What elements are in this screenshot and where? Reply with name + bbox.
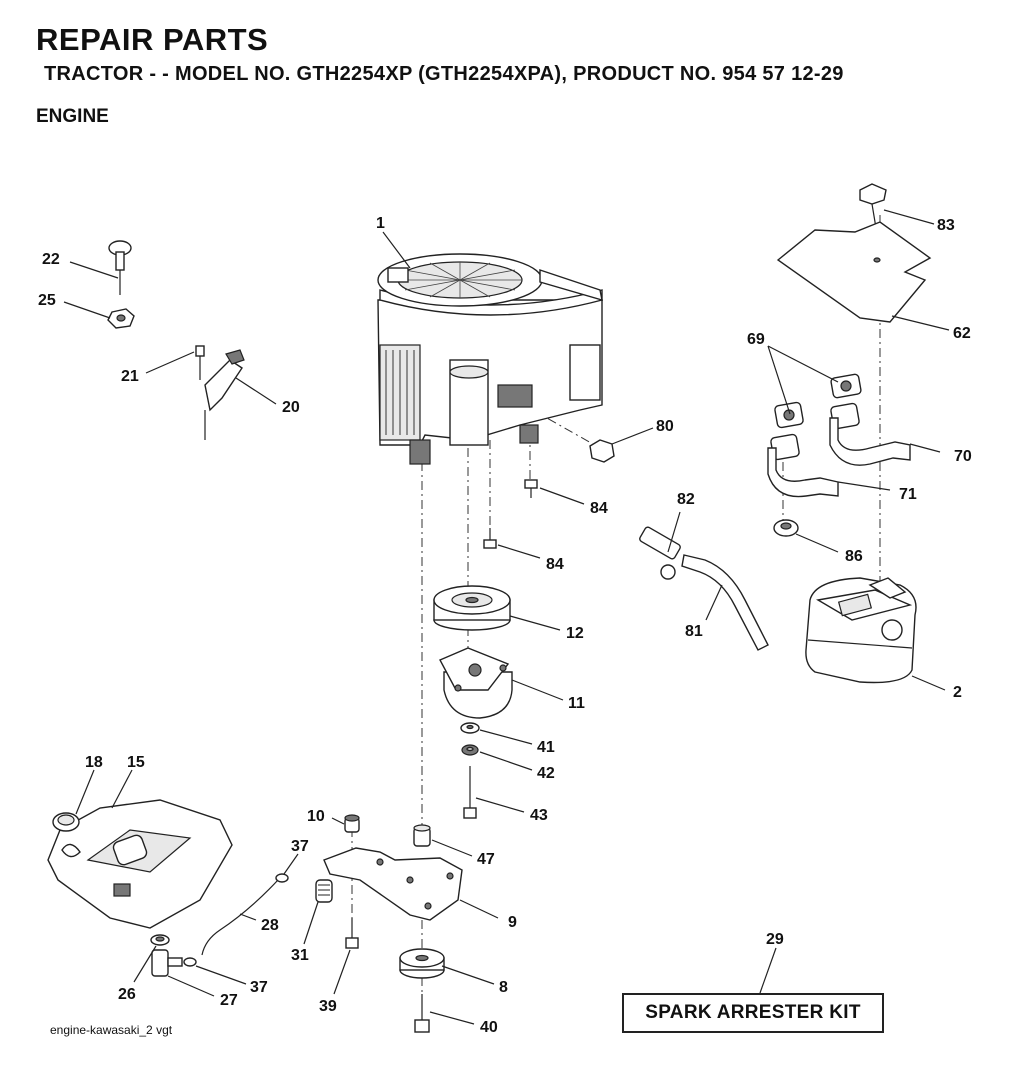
drawing-credit: engine-kawasaki_2 vgt <box>50 1023 173 1037</box>
part-label-80: 80 <box>656 418 674 435</box>
part-number-labels: 1 2 8 9 10 11 12 15 18 20 21 22 25 26 27… <box>38 215 972 1036</box>
washer-42 <box>461 744 479 756</box>
fuel-cap-18 <box>52 812 80 832</box>
part-label-84-upper: 84 <box>590 500 608 517</box>
part-label-71: 71 <box>899 486 917 503</box>
part-label-31: 31 <box>291 947 309 964</box>
part-label-37-lower: 37 <box>250 979 268 996</box>
bolt-84-lower <box>483 528 497 549</box>
bolt-39 <box>345 918 359 949</box>
part-label-62: 62 <box>953 325 971 342</box>
pulley-8 <box>399 948 445 979</box>
part-label-81: 81 <box>685 623 703 640</box>
part-label-20: 20 <box>282 399 300 416</box>
grommet-26 <box>150 934 170 946</box>
fuel-line-28 <box>201 879 279 956</box>
knob-22 <box>108 240 132 295</box>
part-label-18: 18 <box>85 754 103 771</box>
part-label-83: 83 <box>937 217 955 234</box>
bolt-84-upper <box>524 479 538 498</box>
part-label-70: 70 <box>954 448 972 465</box>
part-label-22: 22 <box>42 251 60 268</box>
spacer-10 <box>344 814 360 833</box>
part-label-37-upper: 37 <box>291 838 309 855</box>
part-label-27: 27 <box>220 992 238 1009</box>
page-title: REPAIR PARTS <box>36 22 269 57</box>
section-heading: ENGINE <box>36 106 109 127</box>
part-label-8: 8 <box>499 979 508 996</box>
exhaust-assembly <box>767 373 911 537</box>
nut-80 <box>589 439 615 463</box>
part-label-1: 1 <box>376 215 385 232</box>
spacer-47 <box>413 824 431 847</box>
page-subtitle: TRACTOR - - MODEL NO. GTH2254XP (GTH2254… <box>44 63 844 85</box>
bolt-43 <box>463 766 477 819</box>
part-label-47: 47 <box>477 851 495 868</box>
part-label-84-lower: 84 <box>546 556 564 573</box>
part-label-82: 82 <box>677 491 695 508</box>
engine-illustration <box>377 253 603 465</box>
part-label-29: 29 <box>766 931 784 948</box>
part-label-28: 28 <box>261 917 279 934</box>
clutch-11 <box>439 647 513 719</box>
heat-shield-62 <box>776 183 932 323</box>
spark-arrester-kit-label: SPARK ARRESTER KIT <box>645 1002 861 1023</box>
part-label-39: 39 <box>319 998 337 1015</box>
part-label-86: 86 <box>845 548 863 565</box>
part-label-15: 15 <box>127 754 145 771</box>
part-label-10: 10 <box>307 808 325 825</box>
part-label-42: 42 <box>537 765 555 782</box>
part-label-40: 40 <box>480 1019 498 1036</box>
fuel-tank-15 <box>47 799 233 929</box>
spark-arrester-kit-box: SPARK ARRESTER KIT <box>622 993 884 1033</box>
part-label-11: 11 <box>568 695 585 712</box>
part-label-9: 9 <box>508 914 517 931</box>
muffler-2 <box>805 577 917 684</box>
fuel-filter-31 <box>315 879 333 903</box>
bolt-40 <box>414 994 430 1033</box>
leader-lines <box>63 209 950 1025</box>
part-label-12: 12 <box>566 625 584 642</box>
part-label-25: 25 <box>38 292 56 309</box>
bracket-9 <box>323 847 463 921</box>
clamp-37-lower <box>183 957 197 967</box>
throttle-bracket-20 <box>195 345 245 440</box>
part-label-41: 41 <box>537 739 555 756</box>
drain-valve-82 <box>639 526 769 651</box>
part-label-2: 2 <box>953 684 962 701</box>
part-label-69: 69 <box>747 331 765 348</box>
pulley-12 <box>433 585 511 631</box>
washer-41 <box>460 722 480 734</box>
part-label-21: 21 <box>121 368 139 385</box>
fuel-valve-27 <box>151 949 183 977</box>
part-label-26: 26 <box>118 986 136 1003</box>
nut-25 <box>107 308 135 329</box>
part-label-43: 43 <box>530 807 548 824</box>
clamp-37-upper <box>275 873 289 883</box>
